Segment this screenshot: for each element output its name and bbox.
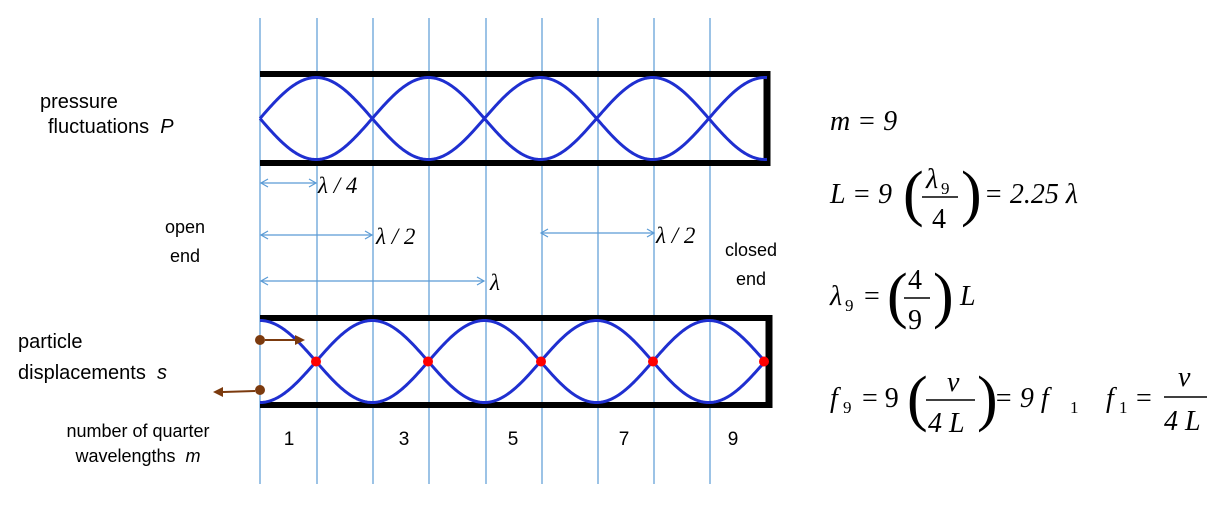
equation-lambda-lhs-sub: 9 — [845, 296, 854, 315]
equation-lambda-rhs: L — [959, 281, 976, 312]
equation-f-frac-den: 4 L — [928, 408, 965, 439]
equation-f-frac-num: v — [947, 367, 960, 398]
right-paren: ) — [977, 365, 998, 433]
quarter-variable: m — [185, 445, 201, 466]
particle-label: particle displacements s — [18, 330, 167, 386]
quarter-label-line1: number of quarter — [66, 421, 210, 441]
equation-lambda-frac-num: 4 — [908, 265, 922, 296]
particle-arrows — [213, 335, 305, 397]
quarter-wavelength-arrow — [259, 178, 318, 188]
quarter-wavelength-grid — [259, 18, 711, 484]
left-paren: ( — [903, 160, 924, 228]
displacement-wave-upper — [259, 318, 769, 364]
equation-f-rhs-sub: 1 — [1070, 398, 1079, 417]
segment-numbers: 1 3 5 7 9 — [284, 429, 739, 450]
particle-dot-bottom — [255, 385, 265, 395]
displacement-wave — [259, 318, 769, 405]
half-wavelength-label-right: λ / 2 — [655, 223, 695, 248]
segment-number: 5 — [508, 429, 519, 450]
particle-dot-top — [255, 335, 265, 345]
equation-f-eq: = 9 — [862, 383, 899, 414]
equation-lambda-frac-den: 9 — [908, 305, 922, 336]
equation-L-frac-num: λ — [925, 164, 938, 195]
particle-label-line1: particle — [18, 331, 83, 353]
equation-lambda-lhs: λ — [829, 281, 842, 312]
left-paren: ( — [887, 262, 908, 330]
half-wavelength-arrow-right — [539, 228, 656, 238]
particle-arrowhead-left — [213, 387, 223, 397]
particle-label-line2: displacements s — [18, 361, 167, 386]
pressure-label: pressure fluctuations P — [40, 90, 174, 140]
open-end-label: open end — [150, 216, 220, 267]
equation-f1: f 1 = v 4 L — [1106, 362, 1207, 437]
segment-number: 1 — [284, 429, 295, 450]
equation-f1-frac-num: v — [1178, 362, 1191, 393]
pressure-wave — [258, 75, 768, 162]
half-wavelength-label-left: λ / 2 — [375, 224, 415, 249]
segment-number: 7 — [619, 429, 630, 450]
equation-lambda-eq: = — [864, 281, 880, 312]
pressure-wave-lower — [258, 116, 768, 162]
half-wavelength-arrow-left — [259, 230, 374, 240]
pressure-tube — [260, 71, 771, 166]
particle-variable: s — [156, 362, 167, 384]
equation-f1-lhs: f — [1106, 383, 1117, 414]
left-paren: ( — [907, 365, 928, 433]
quarter-wavelengths-label: number of quarter wavelengths m — [38, 420, 238, 467]
closed-end-line1: closed — [724, 240, 778, 260]
quarter-wavelength-label: λ / 4 — [317, 173, 357, 198]
particle-label-text: displacements — [18, 362, 146, 384]
pressure-label-line2: fluctuations P — [40, 115, 174, 140]
quarter-label-text: wavelengths — [75, 445, 176, 466]
displacement-tube — [260, 315, 773, 408]
dimension-arrows — [259, 178, 656, 286]
segment-number: 3 — [399, 429, 410, 450]
node-dot — [536, 356, 546, 367]
equation-L-frac-num-sub: 9 — [941, 179, 950, 198]
displacement-nodes — [311, 356, 769, 367]
equation-m: m = 9 — [830, 106, 897, 137]
node-dot — [423, 356, 433, 367]
pressure-wave-upper — [258, 75, 768, 121]
displacement-wave-lower — [259, 359, 769, 405]
right-paren: ) — [933, 262, 954, 330]
wavelength-label: λ — [489, 270, 500, 295]
equation-f1-eq: = — [1136, 383, 1152, 414]
equation-L-rhs: = 2.25 λ — [984, 179, 1078, 210]
right-paren: ) — [961, 160, 982, 228]
pressure-label-line1: pressure — [40, 91, 118, 113]
equation-f1-lhs-sub: 1 — [1119, 398, 1128, 417]
wavelength-arrow — [259, 276, 486, 286]
equation-f9: f 9 = 9 ( v 4 L ) = 9 f 1 — [830, 365, 1079, 439]
quarter-label-line2: wavelengths m — [38, 445, 238, 468]
node-dot — [311, 356, 321, 367]
node-dot — [759, 356, 769, 367]
equation-f-lhs-sub: 9 — [843, 398, 852, 417]
particle-arrowhead-right — [295, 335, 305, 345]
pressure-variable: P — [160, 116, 174, 138]
open-end-line2: end — [169, 245, 201, 266]
closed-end-label: closed end — [714, 239, 788, 290]
equation-f1-frac-den: 4 L — [1164, 406, 1201, 437]
particle-arrow-left — [222, 390, 256, 393]
open-end-line1: open — [164, 217, 206, 237]
equation-L-frac-den: 4 — [932, 204, 946, 235]
equation-lambda: λ 9 = ( 4 9 ) L — [829, 262, 976, 336]
node-dot — [648, 356, 658, 367]
closed-end-line2: end — [735, 268, 767, 289]
equations: m = 9 L = 9 ( λ 9 4 ) = 2.25 λ λ 9 = ( 4 — [829, 106, 1207, 439]
segment-number: 9 — [728, 429, 739, 450]
equation-f-rhs: = 9 f — [994, 383, 1052, 414]
pressure-label-text: fluctuations — [48, 116, 150, 138]
equation-L-lhs: L = 9 — [829, 179, 892, 210]
equation-L: L = 9 ( λ 9 4 ) = 2.25 λ — [829, 160, 1078, 235]
equation-f-lhs: f — [830, 383, 841, 414]
